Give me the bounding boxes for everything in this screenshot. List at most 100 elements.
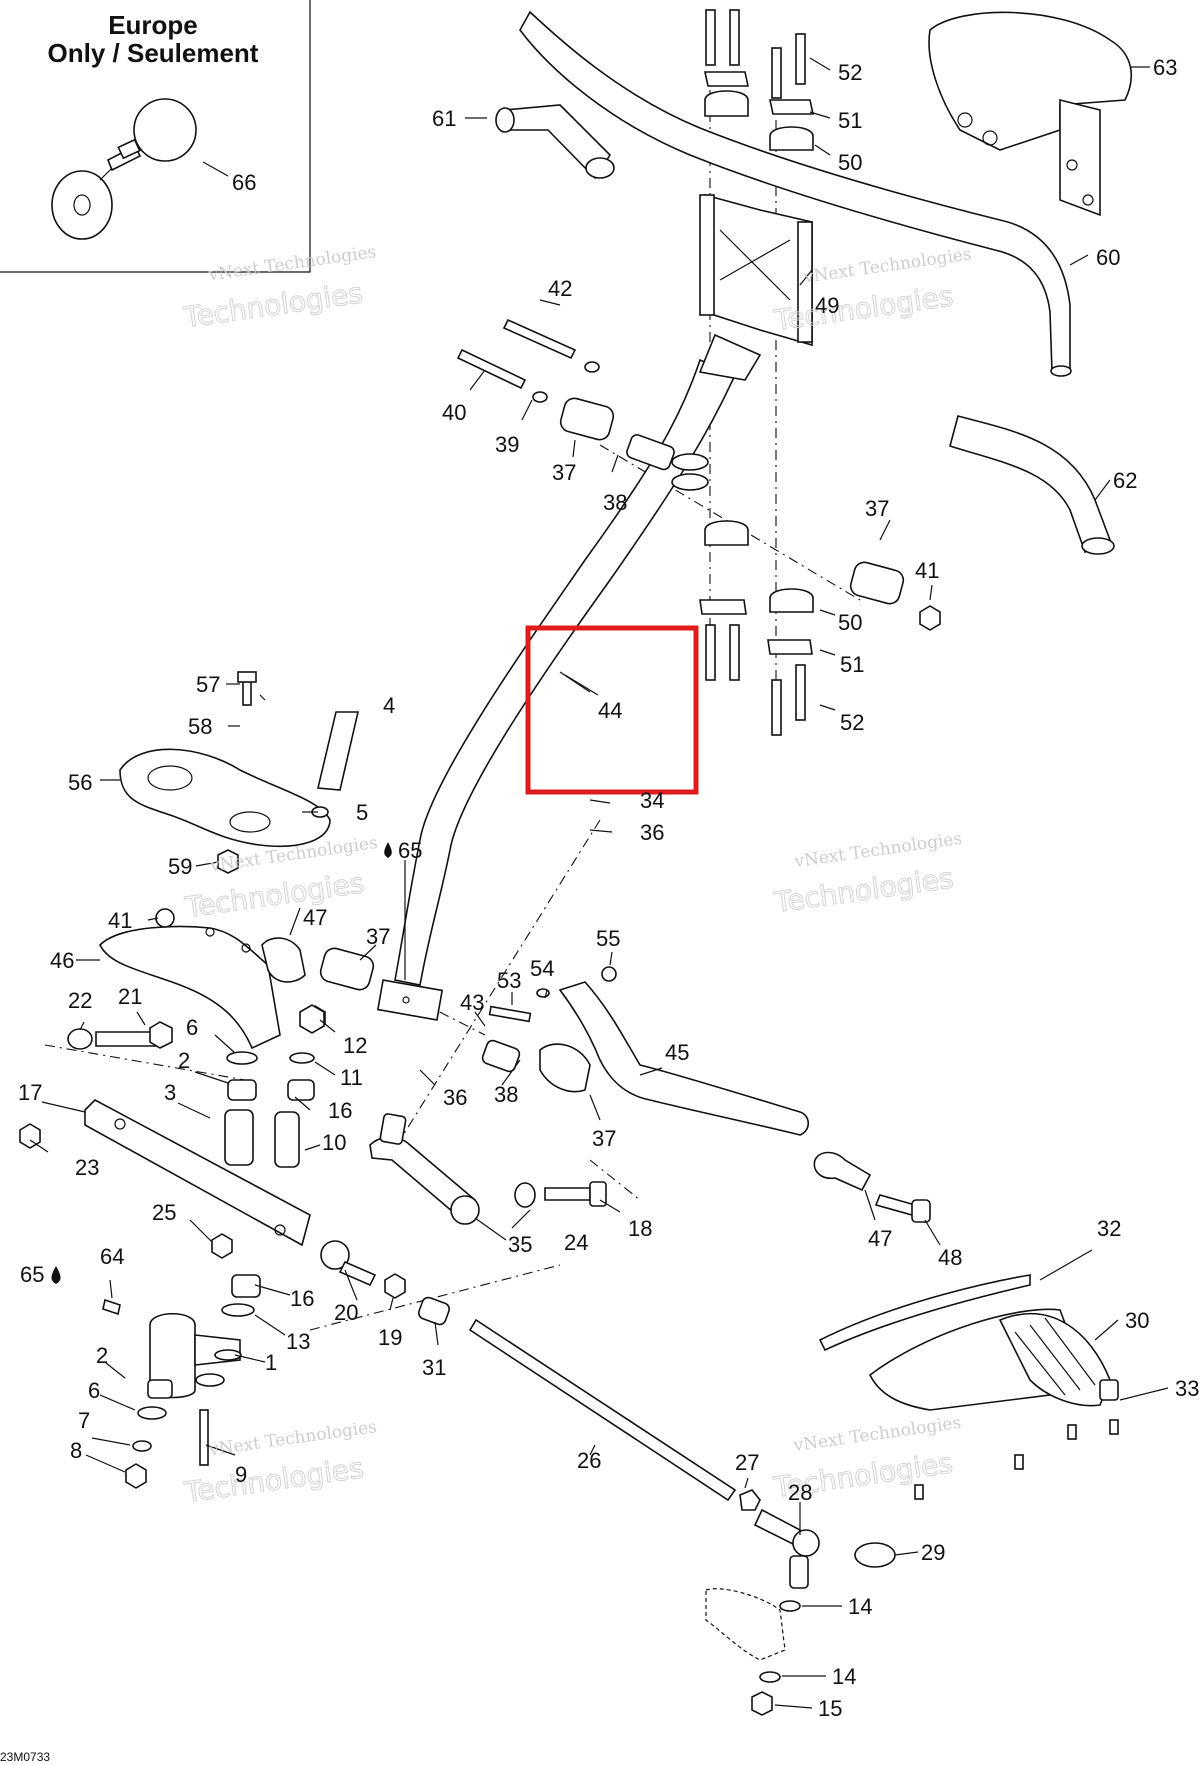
callout-52: 52	[838, 60, 862, 85]
callout-49: 49	[815, 293, 839, 318]
callout-11: 11	[340, 1065, 363, 1090]
callout-2: 2	[96, 1343, 108, 1368]
callout-59: 59	[168, 854, 192, 879]
callout-30: 30	[1125, 1308, 1149, 1333]
upper-bolts	[456, 318, 941, 631]
callout-32: 32	[1097, 1216, 1121, 1241]
callout-42: 42	[548, 276, 572, 301]
callout-41: 41	[108, 908, 132, 933]
callout-8: 8	[70, 1438, 82, 1463]
callout-64: 64	[100, 1244, 124, 1269]
highlight-box-part-44	[525, 625, 699, 795]
callout-39: 39	[495, 432, 519, 457]
watermark-text-outline: Technologies	[182, 1451, 366, 1509]
lower-arm-1	[102, 1274, 261, 1489]
callout-2: 2	[178, 1048, 190, 1073]
callout-37: 37	[552, 460, 576, 485]
callout-65: 65	[20, 1262, 44, 1287]
callout-16: 16	[290, 1286, 314, 1311]
steering-column-44	[376, 333, 762, 1021]
callout-23: 23	[75, 1155, 99, 1180]
callout-48: 48	[938, 1245, 962, 1270]
callout-20: 20	[334, 1300, 358, 1325]
drawing-code: 23M0733	[0, 1750, 50, 1764]
callout-66: 66	[232, 170, 256, 195]
callout-53: 53	[497, 968, 521, 993]
inset-title-line2: Only / Seulement	[48, 38, 259, 68]
callout-35: 35	[508, 1232, 532, 1257]
callout-61: 61	[432, 106, 456, 131]
callout-18: 18	[628, 1216, 652, 1241]
callout-38: 38	[603, 490, 627, 515]
callout-37: 37	[865, 496, 889, 521]
callout-37: 37	[592, 1126, 616, 1151]
handlebar-pad	[928, 11, 1132, 217]
callout-5: 5	[356, 800, 368, 825]
callout-14: 14	[832, 1664, 856, 1689]
callout-22: 22	[68, 988, 92, 1013]
callout-15: 15	[818, 1696, 842, 1721]
callout-3: 3	[164, 1080, 176, 1105]
callout-4: 4	[383, 693, 395, 718]
callout-21: 21	[118, 984, 142, 1009]
callout-6: 6	[186, 1015, 198, 1040]
callout-54: 54	[530, 956, 554, 981]
callout-50: 50	[838, 610, 862, 635]
callout-51: 51	[838, 108, 862, 133]
inset-title-line1: Europe	[108, 10, 198, 40]
callout-45: 45	[665, 1040, 689, 1065]
callout-19: 19	[378, 1325, 402, 1350]
callout-29: 29	[921, 1540, 945, 1565]
callout-63: 63	[1153, 55, 1177, 80]
callout-50: 50	[838, 150, 862, 175]
callout-17: 17	[18, 1080, 42, 1105]
callout-31: 31	[422, 1355, 446, 1380]
oil-drop-icon	[51, 1266, 61, 1284]
callout-26: 26	[577, 1448, 601, 1473]
callout-6: 6	[88, 1378, 100, 1403]
watermark-text-outline: Technologies	[183, 866, 367, 924]
callout-37: 37	[366, 924, 390, 949]
callout-14: 14	[848, 1594, 872, 1619]
callout-28: 28	[788, 1480, 812, 1505]
callout-10: 10	[322, 1130, 346, 1155]
riser-49	[699, 193, 813, 347]
horn-icon	[51, 98, 197, 240]
callout-24: 24	[564, 1230, 588, 1255]
handlebar	[519, 10, 1072, 377]
callout-58: 58	[188, 714, 212, 739]
callout-47: 47	[303, 905, 327, 930]
callout-56: 56	[68, 770, 92, 795]
steering-boot-30	[818, 1274, 1119, 1500]
right-link-47	[813, 1151, 931, 1223]
bracket-46	[99, 908, 375, 1050]
steering-arm-parts	[19, 1004, 325, 1259]
callout-36: 36	[443, 1085, 467, 1110]
callout-labels: 63 52 51 50 61 60 49 42 40 39 37 38 62 3…	[18, 55, 1199, 1721]
callout-7: 7	[78, 1408, 90, 1433]
tie-rod-end-35	[369, 1113, 607, 1225]
callout-13: 13	[286, 1329, 310, 1354]
callout-38: 38	[494, 1082, 518, 1107]
callout-57: 57	[196, 672, 220, 697]
alignment-lines	[44, 90, 861, 1331]
callout-46: 46	[50, 948, 74, 973]
callout-33: 33	[1175, 1376, 1199, 1401]
callout-43: 43	[460, 990, 484, 1015]
callout-12: 12	[343, 1033, 367, 1058]
callout-27: 27	[735, 1450, 759, 1475]
callout-60: 60	[1096, 245, 1120, 270]
grip-62	[949, 415, 1115, 555]
lower-clamps	[699, 520, 814, 736]
callout-25: 25	[152, 1200, 176, 1225]
europe-inset: Europe Only / Seulement 66	[0, 0, 311, 273]
callout-55: 55	[596, 926, 620, 951]
callout-1: 1	[265, 1350, 277, 1375]
callout-47: 47	[868, 1226, 892, 1251]
callout-16: 16	[328, 1098, 352, 1123]
callout-44: 44	[598, 698, 622, 723]
callout-40: 40	[442, 400, 466, 425]
watermark-text-outline: Technologies	[181, 276, 365, 334]
oil-drop-icon	[384, 842, 392, 858]
